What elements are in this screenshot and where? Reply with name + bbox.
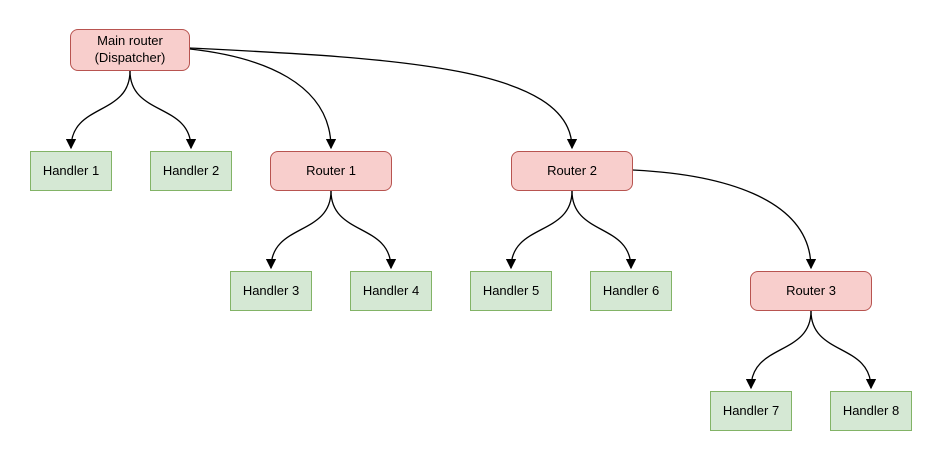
edge-router2-to-handler6 [571, 190, 637, 270]
node-handler3: Handler 3 [230, 271, 312, 311]
node-router1-label: Router 1 [306, 162, 356, 178]
node-router3-label: Router 3 [786, 282, 836, 298]
edge-router1-to-handler4 [330, 190, 397, 270]
node-handler8: Handler 8 [830, 391, 912, 431]
edge-main-router-to-handler2 [129, 70, 197, 150]
node-router3: Router 3 [750, 271, 872, 311]
node-handler2-label: Handler 2 [162, 162, 220, 178]
node-main-router: Main router (Dispatcher) [70, 29, 190, 71]
node-handler5-label: Handler 5 [482, 282, 540, 298]
node-handler7-label: Handler 7 [722, 402, 780, 418]
edge-router3-to-handler8 [810, 310, 877, 390]
node-handler6: Handler 6 [590, 271, 672, 311]
node-main-router-label: Main router (Dispatcher) [94, 33, 166, 65]
edge-router2-to-handler5 [505, 190, 573, 270]
node-handler8-label: Handler 8 [842, 402, 900, 418]
node-handler5: Handler 5 [470, 271, 552, 311]
node-handler4-label: Handler 4 [362, 282, 420, 298]
node-handler1: Handler 1 [30, 151, 112, 191]
node-handler6-label: Handler 6 [602, 282, 660, 298]
node-router1: Router 1 [270, 151, 392, 191]
node-handler4: Handler 4 [350, 271, 432, 311]
node-router2: Router 2 [511, 151, 633, 191]
edge-main-router-to-router2 [189, 47, 578, 150]
node-handler1-label: Handler 1 [42, 162, 100, 178]
edge-router1-to-handler3 [265, 190, 332, 270]
node-router2-label: Router 2 [547, 162, 597, 178]
edge-main-router-to-router1 [189, 48, 337, 150]
node-handler7: Handler 7 [710, 391, 792, 431]
node-handler3-label: Handler 3 [242, 282, 300, 298]
edge-router2-to-router3 [632, 169, 817, 270]
edge-router3-to-handler7 [745, 310, 812, 390]
node-handler2: Handler 2 [150, 151, 232, 191]
edge-main-router-to-handler1 [65, 70, 131, 150]
